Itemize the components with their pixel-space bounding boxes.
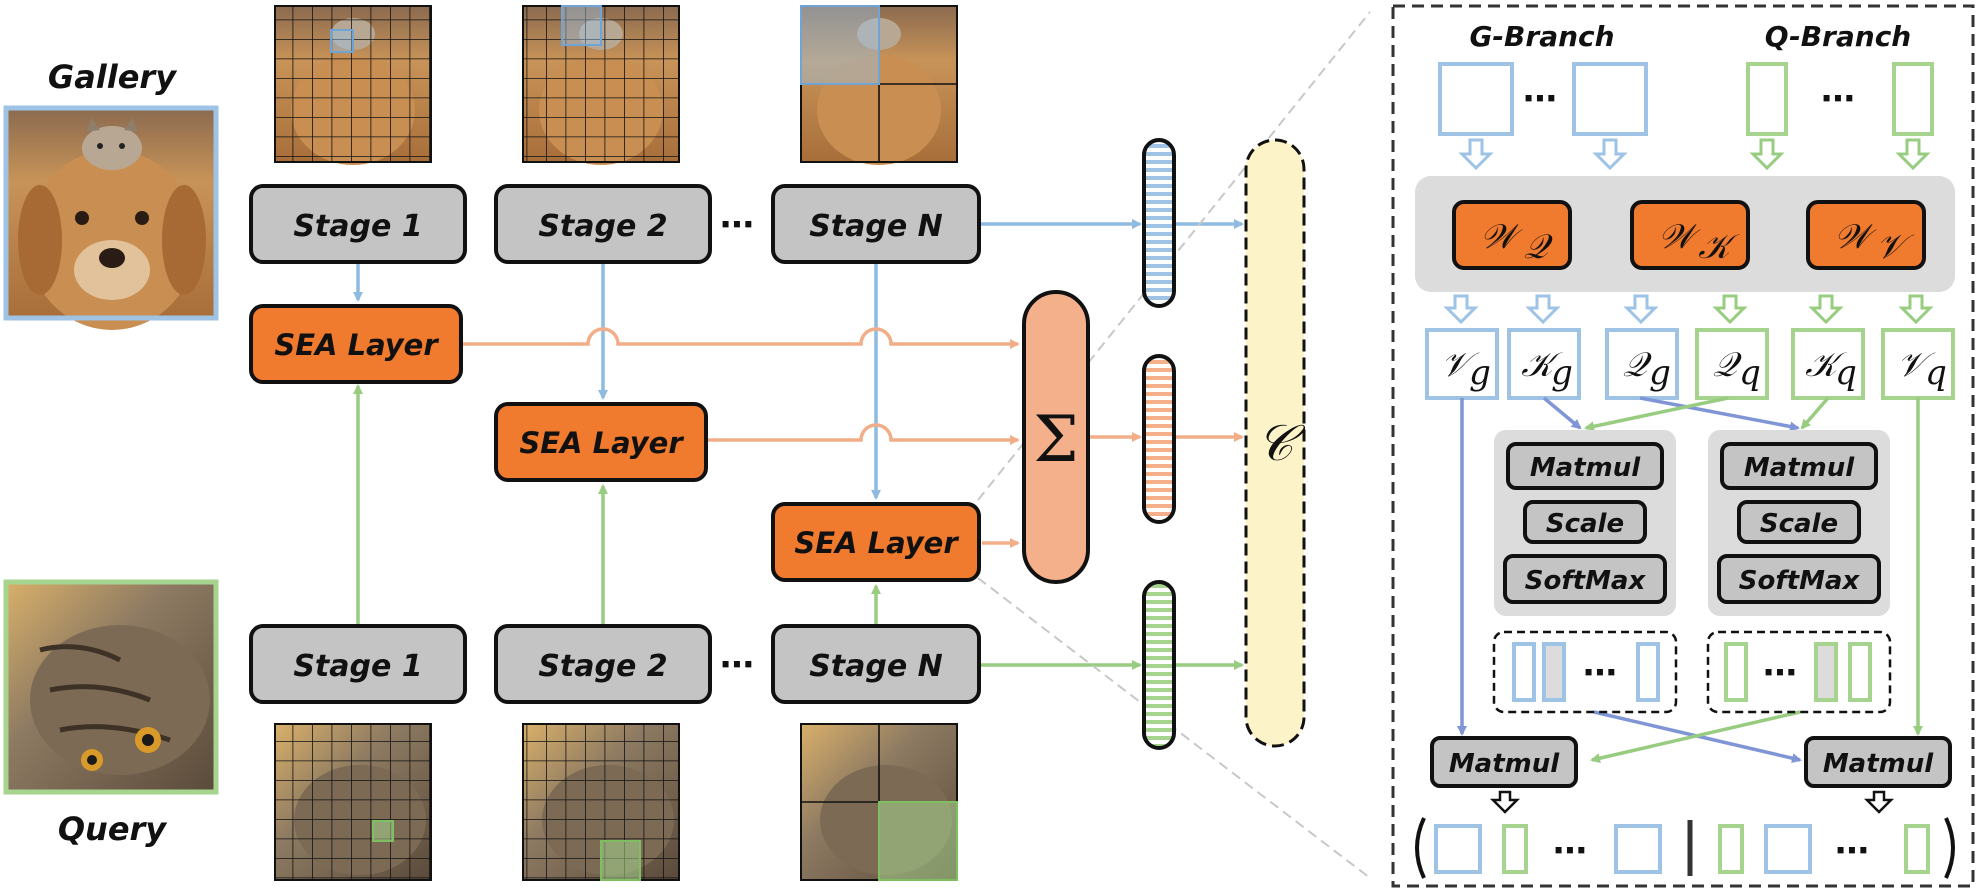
op-scale-label: Scale [1760, 509, 1838, 539]
gallery-feature-bar [1142, 138, 1176, 308]
gallery-patch-thumb-1 [274, 5, 432, 165]
stage-ellipsis-bottom: ⋯ [720, 645, 754, 685]
query-stage-n: Stage N [771, 624, 981, 704]
g-op-matmul: Matmul [1506, 442, 1664, 490]
op-matmul-label: Matmul [1530, 453, 1641, 483]
token-vg-sub: g [1469, 353, 1491, 393]
gallery-frame [3, 105, 219, 321]
g-branch-tokens: ⋯ [1438, 62, 1648, 136]
sea-layer-n: SEA Layer [771, 502, 981, 582]
query-patch-thumb-n [800, 723, 958, 881]
output-ellipsis-left: ⋯ [1553, 831, 1587, 871]
g-attention-weights: ⋯ [1492, 630, 1678, 714]
gallery-patch-thumb-n [800, 5, 958, 165]
query-stage-2: Stage 2 [494, 624, 712, 704]
q-weight-ellipsis: ⋯ [1763, 653, 1797, 693]
query-label: Query [58, 810, 167, 848]
token-qq-sub: q [1739, 353, 1761, 393]
gallery-image [6, 108, 216, 330]
gallery-stage-2: Stage 2 [494, 184, 712, 264]
sea-layer-label: SEA Layer [519, 426, 684, 460]
token-kg: 𝒦 g [1507, 328, 1581, 400]
query-patch-thumb-1 [274, 723, 432, 881]
query-patch-thumb-2 [522, 723, 680, 881]
hollow-arrows-top [1458, 138, 1931, 171]
sea-layer-label: SEA Layer [274, 328, 439, 362]
final-matmul-label: Matmul [1823, 749, 1934, 779]
token-kq: 𝒦 q [1791, 328, 1865, 400]
q-op-scale: Scale [1737, 500, 1861, 544]
gallery-patch-thumb-2 [522, 5, 680, 165]
stage-2-label: Stage 2 [538, 649, 667, 684]
token-kq-sub: q [1835, 353, 1857, 393]
gallery-label: Gallery [48, 58, 177, 96]
q-final-matmul: Matmul [1804, 736, 1952, 788]
token-vg: 𝒱 g [1425, 328, 1499, 400]
output-ellipsis-right: ⋯ [1835, 831, 1869, 871]
query-stage-1: Stage 1 [249, 624, 467, 704]
query-feature-bar [1142, 580, 1176, 750]
q-branch-label: Q-Branch [1765, 20, 1911, 53]
query-image [6, 582, 216, 792]
weight-wq: 𝒲 𝒬 [1452, 200, 1572, 270]
g-branch-label: G-Branch [1469, 20, 1614, 53]
stage-n-label: Stage N [809, 209, 943, 244]
stage-1-label: Stage 1 [293, 209, 422, 244]
cross-arrows [1457, 396, 1923, 764]
output-arrows [1489, 790, 1895, 814]
q-token-ellipsis: ⋯ [1821, 79, 1855, 119]
gallery-stage-n: Stage N [771, 184, 981, 264]
stage-2-label: Stage 2 [538, 209, 667, 244]
token-vq-sub: q [1925, 353, 1947, 393]
q-branch-tokens: ⋯ [1746, 62, 1934, 136]
weight-wv: 𝒲 𝒱 [1806, 200, 1926, 270]
q-attention-weights: ⋯ [1706, 630, 1892, 714]
g-op-scale: Scale [1523, 500, 1647, 544]
op-matmul-label: Matmul [1744, 453, 1855, 483]
weight-wk: 𝒲 𝒦 [1630, 200, 1750, 270]
g-op-softmax: SoftMax [1503, 554, 1667, 604]
sum-symbol: Σ [1033, 403, 1078, 477]
sea-detail-panel [1391, 4, 1975, 888]
query-frame [3, 579, 219, 795]
g-weight-ellipsis: ⋯ [1583, 653, 1617, 693]
op-softmax-label: SoftMax [1525, 566, 1647, 596]
fused-feature-bar [1142, 354, 1176, 524]
stage-n-label: Stage N [809, 649, 943, 684]
op-softmax-label: SoftMax [1739, 566, 1861, 596]
token-qg-sub: g [1649, 353, 1671, 393]
g-token-ellipsis: ⋯ [1523, 79, 1557, 119]
op-scale-label: Scale [1546, 509, 1624, 539]
q-op-softmax: SoftMax [1717, 554, 1881, 604]
stage-1-label: Stage 1 [293, 649, 422, 684]
hollow-arrows-mid [1443, 294, 1934, 325]
sea-layer-label: SEA Layer [794, 526, 959, 560]
token-qg: 𝒬 g [1605, 328, 1679, 400]
q-op-matmul: Matmul [1720, 442, 1878, 490]
token-qq: 𝒬 q [1695, 328, 1769, 400]
sum-aggregator: Σ [1022, 290, 1090, 584]
token-kg-sub: g [1551, 353, 1573, 393]
final-matmul-label: Matmul [1449, 749, 1560, 779]
stage-ellipsis-top: ⋯ [720, 205, 754, 245]
sea-layer-2: SEA Layer [494, 402, 708, 482]
token-vq: 𝒱 q [1881, 328, 1955, 400]
g-final-matmul: Matmul [1430, 736, 1578, 788]
sea-layer-1: SEA Layer [249, 304, 463, 384]
classifier-c: 𝒞 [1244, 138, 1306, 748]
output-sequence: ⋯ ⋯ [1415, 817, 1955, 879]
gallery-stage-1: Stage 1 [249, 184, 467, 264]
